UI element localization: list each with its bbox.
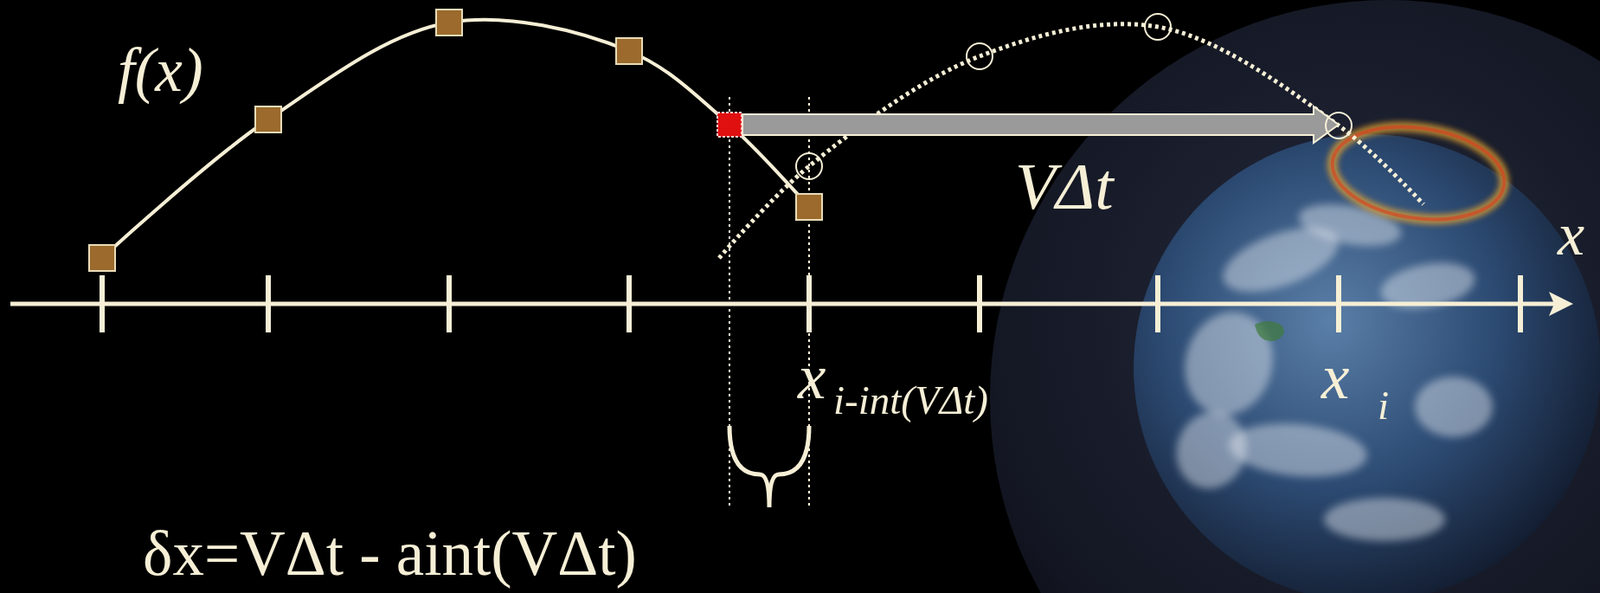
cloud bbox=[1165, 401, 1258, 499]
grid-tick bbox=[99, 275, 105, 333]
cloud bbox=[1227, 417, 1370, 482]
axis-label: x bbox=[1557, 204, 1585, 265]
shifted-sample bbox=[1144, 13, 1171, 40]
grid-tick bbox=[446, 275, 452, 333]
grid-tick bbox=[976, 275, 983, 333]
cloud bbox=[1295, 197, 1405, 253]
shift-arrow bbox=[742, 106, 1339, 143]
grid-tick bbox=[1336, 275, 1342, 333]
shifted-sample bbox=[966, 43, 993, 70]
cloud bbox=[1376, 256, 1478, 315]
shifted-curve bbox=[719, 24, 1424, 258]
grid-sample bbox=[255, 106, 282, 133]
axis-arrowhead bbox=[1548, 291, 1574, 316]
outer-sphere bbox=[989, 0, 1600, 593]
brace bbox=[729, 425, 810, 508]
grid-sample bbox=[796, 193, 823, 220]
grid-index-subscript: i bbox=[1377, 385, 1389, 426]
grid-sample bbox=[616, 38, 643, 65]
aurora-core bbox=[1326, 116, 1511, 231]
x-axis bbox=[10, 302, 1558, 307]
grid-tick bbox=[626, 275, 632, 333]
grid-index-subscript: i-int(VΔt) bbox=[833, 379, 989, 421]
grid-point-label: x bbox=[1321, 345, 1350, 409]
earth-clouds bbox=[1165, 197, 1493, 541]
grid-sample bbox=[436, 9, 463, 36]
grid-tick bbox=[1517, 275, 1523, 333]
aurora-ring bbox=[1326, 116, 1511, 231]
departure-point bbox=[717, 112, 742, 137]
cloud bbox=[1173, 302, 1285, 425]
shifted-sample bbox=[1325, 112, 1352, 139]
grid-point-label: x bbox=[797, 345, 826, 409]
shift-label: VΔt bbox=[1015, 153, 1114, 220]
function-label: f(x) bbox=[117, 39, 204, 102]
cloud bbox=[1323, 497, 1446, 541]
shifted-sample bbox=[796, 153, 823, 180]
grid-tick bbox=[1155, 275, 1161, 333]
function-curve bbox=[102, 19, 810, 258]
land-patch bbox=[1254, 321, 1285, 341]
grid-tick bbox=[265, 275, 271, 333]
cloud bbox=[1414, 376, 1493, 437]
grid-sample bbox=[89, 244, 116, 271]
offset-formula: δx=VΔt - aint(VΔt) bbox=[142, 521, 637, 585]
